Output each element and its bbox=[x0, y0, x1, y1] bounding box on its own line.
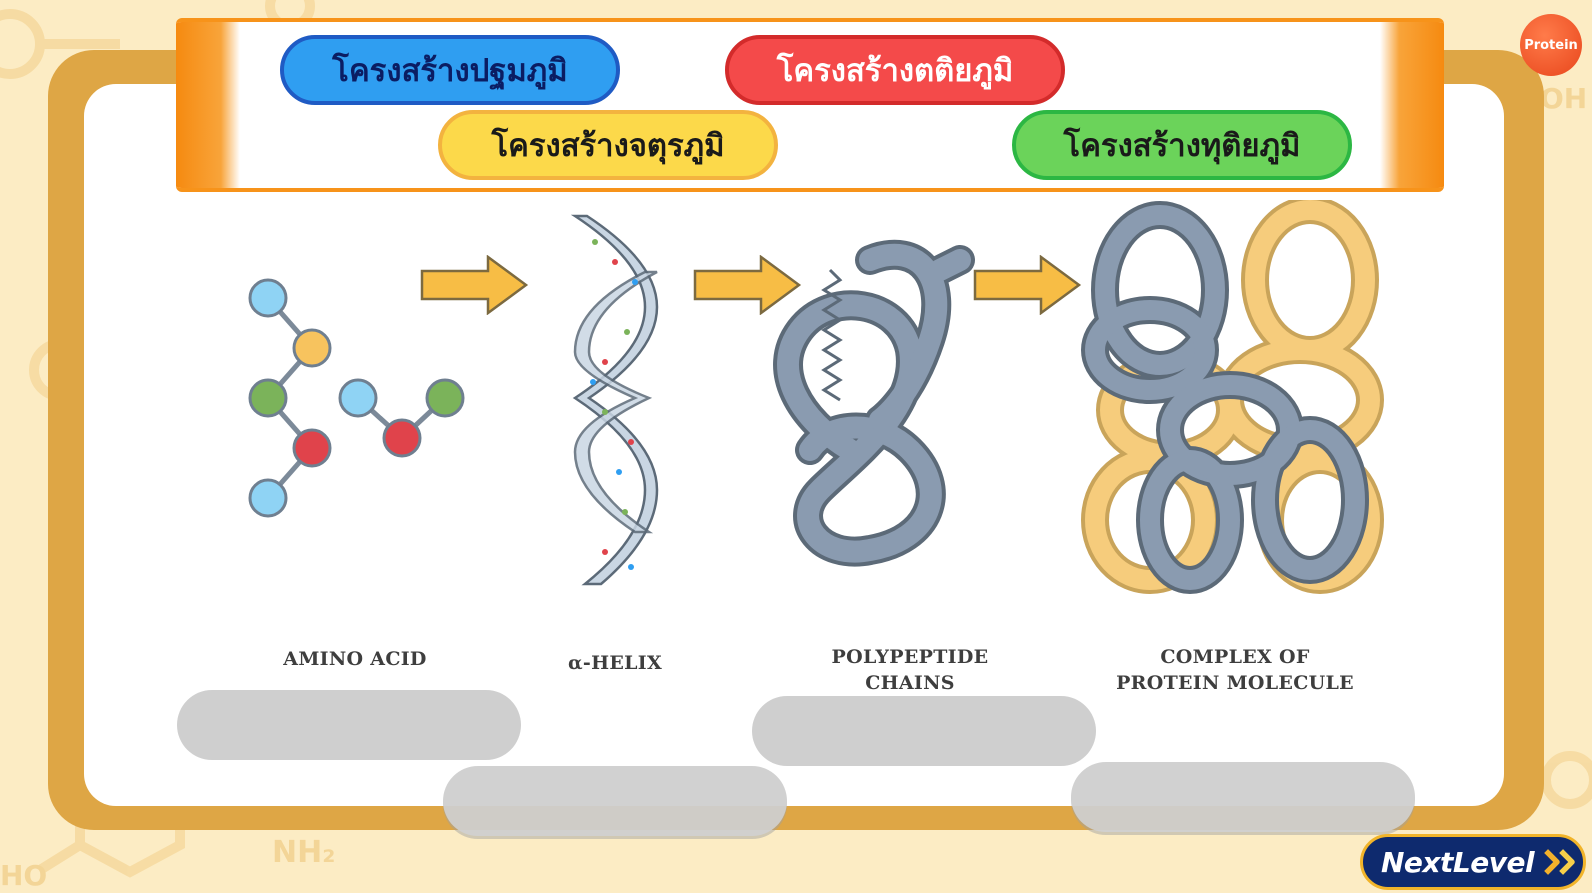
nh2-label: NH₂ bbox=[272, 835, 335, 870]
drop-zone-protein-complex[interactable] bbox=[1071, 762, 1415, 832]
choice-quaternary-structure[interactable]: โครงสร้างจตุรภูมิ bbox=[438, 110, 778, 180]
arrow-right-icon bbox=[693, 255, 802, 315]
polypeptide-chain-illustration bbox=[773, 239, 975, 567]
stage-label-amino-acid: AMINO ACID bbox=[283, 648, 427, 670]
drop-zone-polypeptide-chains[interactable] bbox=[752, 696, 1096, 766]
choice-secondary-structure[interactable]: โครงสร้างทุติยภูมิ bbox=[1012, 110, 1352, 180]
protein-badge: Protein bbox=[1520, 14, 1582, 76]
stage-label-polypeptide-chains: POLYPEPTIDE CHAINS bbox=[831, 646, 989, 694]
arrow-right-icon bbox=[973, 255, 1082, 315]
ho-label: HO bbox=[0, 859, 47, 892]
amino-acid-illustration bbox=[248, 278, 465, 518]
protein-complex-illustration bbox=[1081, 200, 1384, 594]
stage-label-protein-complex: COMPLEX OF PROTEIN MOLECULE bbox=[1116, 646, 1354, 694]
drop-zone-alpha-helix[interactable] bbox=[443, 766, 787, 836]
choice-primary-structure[interactable]: โครงสร้างปฐมภูมิ bbox=[280, 35, 620, 105]
choice-tertiary-structure[interactable]: โครงสร้างตติยภูมิ bbox=[725, 35, 1065, 105]
double-chevron-right-icon bbox=[1544, 849, 1575, 875]
oh-label: OH bbox=[1540, 82, 1587, 115]
arrow-right-icon bbox=[420, 255, 529, 315]
next-level-button[interactable]: NextLevel bbox=[1360, 834, 1586, 890]
stage-label-alpha-helix: α-HELIX bbox=[567, 652, 663, 674]
next-level-label: NextLevel bbox=[1381, 845, 1535, 879]
drop-zone-amino-acid[interactable] bbox=[177, 690, 521, 760]
alpha-helix-illustration bbox=[570, 214, 659, 586]
